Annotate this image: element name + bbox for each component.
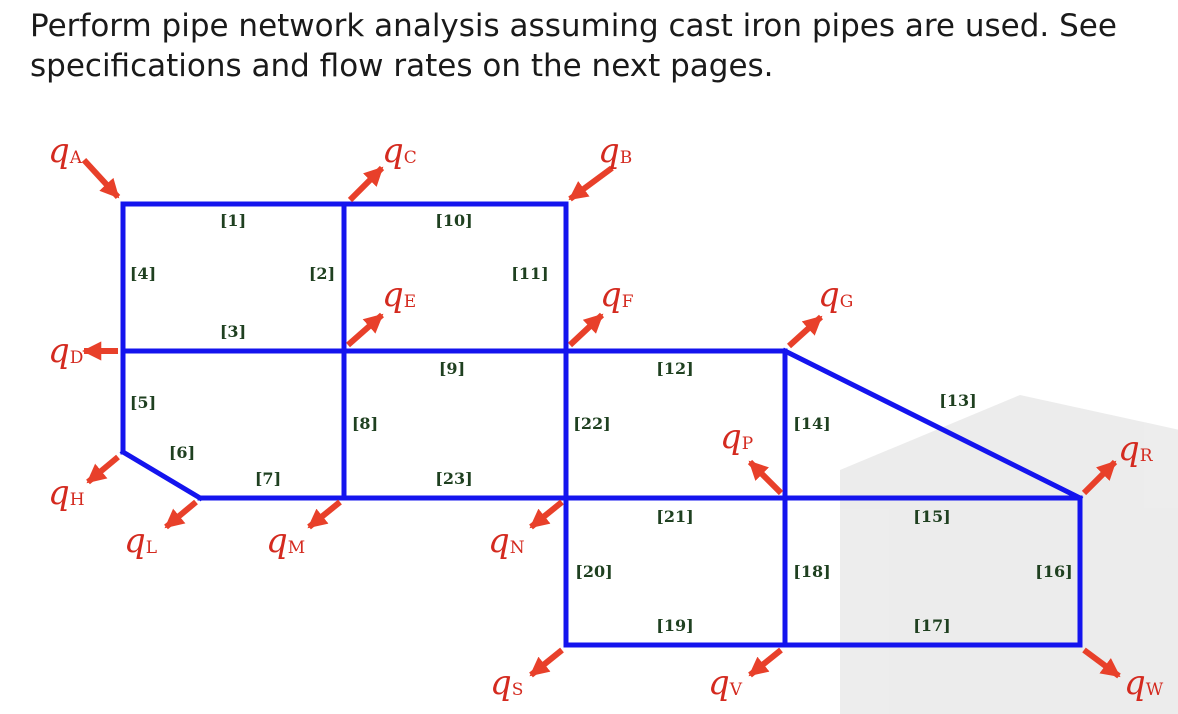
flow-subscript: P — [742, 434, 753, 454]
flow-arrow-e — [346, 312, 384, 348]
flow-symbol: q — [124, 521, 146, 561]
pipe-label-20: [20] — [575, 562, 612, 581]
pipe-label-5: [5] — [130, 393, 156, 412]
flow-label-w: qW — [1124, 663, 1164, 703]
flow-symbol: q — [48, 131, 70, 171]
pipe-label-23: [23] — [435, 469, 472, 488]
flow-symbol: q — [1124, 663, 1146, 703]
flow-arrow-c — [347, 165, 385, 203]
flow-label-c: qC — [382, 131, 417, 171]
flow-label-h: qH — [48, 473, 85, 513]
flow-symbol: q — [490, 663, 512, 703]
flow-arrow-s — [529, 647, 564, 678]
flow-subscript: D — [70, 348, 84, 368]
flow-arrow-p — [747, 459, 784, 496]
flow-subscript: H — [70, 490, 85, 510]
flow-subscript: N — [510, 538, 525, 558]
flow-subscript: W — [1146, 680, 1164, 700]
pipe-segment-13 — [781, 347, 1084, 502]
pipe-label-17: [17] — [913, 616, 950, 635]
pipe-label-16: [16] — [1035, 562, 1072, 581]
flow-label-r: qR — [1118, 429, 1154, 469]
pipe-label-21: [21] — [656, 507, 693, 526]
flow-symbol: q — [488, 521, 510, 561]
flow-arrow-r — [1081, 459, 1118, 496]
pipe-segment-6 — [119, 448, 204, 502]
flow-label-v: qV — [708, 663, 743, 703]
flow-subscript: S — [512, 680, 524, 700]
pipe-label-14: [14] — [793, 414, 830, 433]
flow-arrow-l — [164, 499, 198, 530]
flow-arrow-b — [568, 165, 614, 202]
flow-subscript: B — [620, 148, 633, 168]
pipe-label-3: [3] — [220, 322, 246, 341]
flow-symbol: q — [382, 275, 404, 315]
pipe-label-7: [7] — [255, 469, 281, 488]
flow-label-g: qG — [818, 275, 853, 315]
flow-arrow-n — [529, 499, 564, 530]
flow-subscript: V — [729, 680, 743, 700]
pipe-label-11: [11] — [511, 264, 548, 283]
pipe-label-2: [2] — [309, 264, 335, 283]
flow-arrow-f — [567, 312, 605, 348]
pipe-label-10: [10] — [435, 211, 472, 230]
flow-arrow-h — [86, 454, 120, 485]
flow-label-l: qL — [124, 521, 157, 561]
flow-arrow-a — [81, 157, 121, 200]
flow-symbol: q — [818, 275, 840, 315]
flow-label-n: qN — [488, 521, 525, 561]
flow-symbol: q — [720, 417, 742, 457]
flow-arrow-w — [1082, 647, 1121, 679]
flow-arrow-g — [786, 314, 824, 349]
flow-subscript: R — [1140, 446, 1154, 466]
pipe-label-18: [18] — [793, 562, 830, 581]
problem-statement: Perform pipe network analysis assuming c… — [30, 8, 1117, 84]
flow-subscript: G — [840, 292, 854, 312]
flow-arrow-v — [748, 647, 783, 678]
flow-symbol: q — [382, 131, 404, 171]
flow-label-a: qA — [48, 131, 83, 171]
flow-symbol: q — [266, 521, 288, 561]
flow-label-s: qS — [490, 663, 523, 703]
pipe-label-12: [12] — [656, 359, 693, 378]
pipe-label-22: [22] — [573, 414, 610, 433]
pipe-label-13: [13] — [939, 391, 976, 410]
pipe-label-4: [4] — [130, 264, 156, 283]
flow-label-p: qP — [720, 417, 753, 457]
flow-label-f: qF — [600, 275, 634, 315]
flow-symbol: q — [598, 131, 620, 171]
flow-subscript: C — [404, 148, 417, 168]
flow-symbol: q — [48, 331, 70, 371]
pipe-label-19: [19] — [656, 616, 693, 635]
pipe-label-6: [6] — [169, 443, 195, 462]
pipe-label-8: [8] — [352, 414, 378, 433]
flow-subscript: L — [146, 538, 157, 558]
flow-subscript: A — [69, 148, 83, 168]
flow-symbol: q — [600, 275, 622, 315]
flow-symbol: q — [708, 663, 730, 703]
flow-label-d: qD — [48, 331, 83, 371]
pipe-label-15: [15] — [913, 507, 950, 526]
pipe-label-9: [9] — [439, 359, 465, 378]
flow-arrow-m — [307, 499, 342, 530]
flow-subscript: F — [622, 292, 634, 312]
flow-label-b: qB — [598, 131, 632, 171]
pipe-label-1: [1] — [220, 211, 246, 230]
flow-label-m: qM — [266, 521, 305, 561]
flow-label-e: qE — [382, 275, 416, 315]
building-watermark — [840, 395, 1178, 714]
flow-symbol: q — [1118, 429, 1140, 469]
flow-subscript: M — [288, 538, 305, 558]
flow-symbol: q — [48, 473, 70, 513]
flow-subscript: E — [404, 292, 416, 312]
